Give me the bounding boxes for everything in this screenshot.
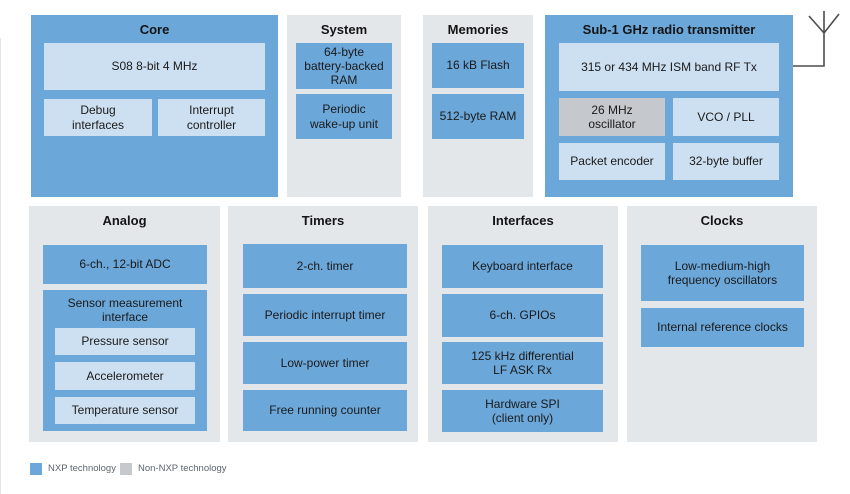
panel-system-title: System bbox=[320, 22, 368, 37]
block-hardware-spi: Hardware SPI (client only) bbox=[442, 390, 603, 432]
panel-memories-title: Memories bbox=[447, 22, 509, 37]
panel-system: System 64-byte battery-backed RAM Period… bbox=[287, 15, 401, 197]
sensor-interface-label: Sensor measurement interface bbox=[67, 296, 183, 325]
panel-interfaces: Interfaces Keyboard interface 6-ch. GPIO… bbox=[428, 206, 618, 442]
block-temperature-sensor: Temperature sensor bbox=[55, 397, 195, 424]
antenna-icon bbox=[793, 11, 840, 67]
panel-timers-title: Timers bbox=[301, 213, 345, 228]
block-cpu-s08: S08 8-bit 4 MHz bbox=[44, 43, 265, 90]
block-packet-encoder: Packet encoder bbox=[559, 143, 665, 180]
panel-timers: Timers 2-ch. timer Periodic interrupt ti… bbox=[228, 206, 418, 442]
block-vco-pll: VCO / PLL bbox=[673, 98, 779, 136]
block-interrupt-controller: Interrupt controller bbox=[158, 99, 265, 136]
panel-clocks: Clocks Low-medium-high frequency oscilla… bbox=[627, 206, 817, 442]
legend-nxp-label: NXP technology bbox=[48, 463, 116, 474]
block-periodic-wakeup-unit: Periodic wake-up unit bbox=[296, 94, 392, 139]
block-26mhz-oscillator: 26 MHz oscillator bbox=[559, 98, 665, 136]
block-rf-tx: 315 or 434 MHz ISM band RF Tx bbox=[559, 43, 779, 91]
block-debug-interfaces: Debug interfaces bbox=[44, 99, 152, 136]
block-keyboard-interface: Keyboard interface bbox=[442, 245, 603, 288]
block-32byte-buffer: 32-byte buffer bbox=[673, 143, 779, 180]
block-free-running-counter: Free running counter bbox=[243, 390, 407, 431]
block-frequency-oscillators: Low-medium-high frequency oscillators bbox=[641, 245, 804, 301]
panel-interfaces-title: Interfaces bbox=[492, 213, 554, 228]
block-battery-backed-ram: 64-byte battery-backed RAM bbox=[296, 43, 392, 89]
block-internal-reference-clocks: Internal reference clocks bbox=[641, 308, 804, 347]
block-gpios: 6-ch. GPIOs bbox=[442, 294, 603, 337]
block-flash: 16 kB Flash bbox=[432, 43, 524, 88]
block-pressure-sensor: Pressure sensor bbox=[55, 328, 195, 355]
panel-core-title: Core bbox=[139, 22, 170, 37]
block-2ch-timer: 2-ch. timer bbox=[243, 244, 407, 288]
panel-core: Core S08 8-bit 4 MHz Debug interfaces In… bbox=[31, 15, 278, 197]
panel-radio-title: Sub-1 GHz radio transmitter bbox=[582, 22, 756, 37]
block-lf-ask-rx: 125 kHz differential LF ASK Rx bbox=[442, 342, 603, 384]
panel-clocks-title: Clocks bbox=[700, 213, 744, 228]
legend-nxp-swatch-icon bbox=[30, 463, 42, 475]
block-ram: 512-byte RAM bbox=[432, 94, 524, 139]
block-low-power-timer: Low-power timer bbox=[243, 342, 407, 384]
panel-radio-transmitter: Sub-1 GHz radio transmitter 315 or 434 M… bbox=[545, 15, 793, 197]
block-accelerometer: Accelerometer bbox=[55, 362, 195, 390]
block-sensor-measurement-interface: Sensor measurement interface Pressure se… bbox=[43, 290, 207, 431]
legend-non-nxp-swatch-icon bbox=[120, 463, 132, 475]
block-adc: 6-ch., 12-bit ADC bbox=[43, 245, 207, 284]
panel-analog-title: Analog bbox=[102, 213, 147, 228]
legend-non-nxp-label: Non-NXP technology bbox=[138, 463, 227, 474]
panel-analog: Analog 6-ch., 12-bit ADC Sensor measurem… bbox=[29, 206, 220, 442]
panel-memories: Memories 16 kB Flash 512-byte RAM bbox=[423, 15, 533, 197]
block-periodic-interrupt-timer: Periodic interrupt timer bbox=[243, 294, 407, 336]
page-edge-divider bbox=[0, 38, 1, 494]
